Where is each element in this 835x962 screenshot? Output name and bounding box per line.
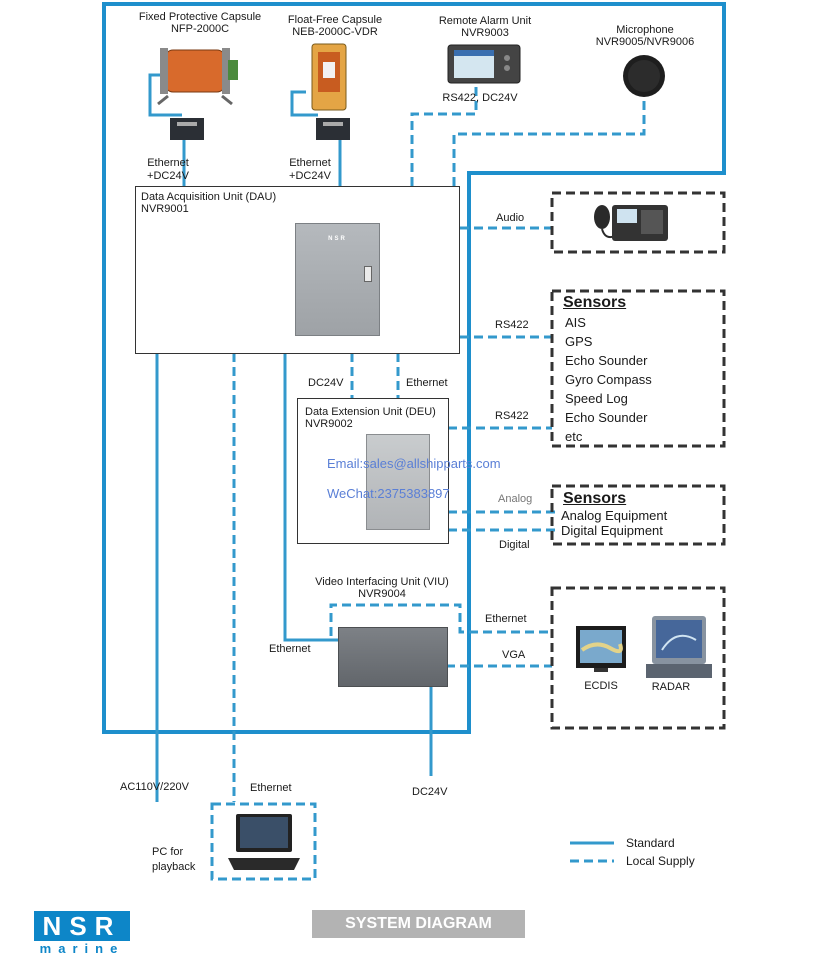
rau-link	[410, 84, 478, 186]
sensors-list: AIS GPS Echo Sounder Gyro Compass Speed …	[565, 313, 652, 446]
sensor-item: Echo Sounder	[565, 353, 648, 368]
fpc-junction-box	[170, 118, 204, 140]
rau-title: Remote Alarm Unit	[438, 15, 532, 27]
ffc-junction-box	[316, 118, 350, 140]
rs422-label-a: RS422	[495, 319, 529, 331]
digital-label: Digital	[499, 539, 530, 551]
dau-model: NVR9001	[141, 203, 189, 215]
viu-model: NVR9004	[358, 588, 406, 600]
dau-box: Data Acquisition Unit (DAU) NVR9001 NSR	[135, 186, 460, 354]
sensors2-list: Analog Equipment Digital Equipment	[561, 508, 667, 538]
rau-device-image	[447, 44, 521, 84]
rau-link-label: RS422, DC24V	[442, 92, 518, 104]
dau-cabinet: NSR	[295, 223, 380, 336]
radar-label: RADAR	[651, 681, 691, 693]
legend-standard-label: Standard	[626, 836, 675, 850]
viu-power-label: DC24V	[412, 786, 448, 798]
nsr-logo: NSR marine	[34, 911, 130, 957]
fpc-link-label: Ethernet	[147, 157, 189, 169]
nsr-logo-bottom: marine	[39, 941, 125, 956]
deu-model: NVR9002	[305, 418, 353, 430]
mic-link	[452, 98, 646, 186]
fpc-title: Fixed Protective Capsule	[138, 11, 262, 23]
fpc-power-label: +DC24V	[147, 170, 189, 182]
rs422-label-b: RS422	[495, 410, 529, 422]
pc-eth-label: Ethernet	[250, 782, 292, 794]
sensor2-item: Digital Equipment	[561, 523, 663, 538]
dau-cabinet-logo: NSR	[328, 236, 347, 242]
system-diagram-banner: SYSTEM DIAGRAM	[312, 910, 525, 938]
pc-label-line1: PC for	[152, 846, 184, 858]
legend-local-label: Local Supply	[626, 854, 695, 868]
audio-label: Audio	[496, 212, 525, 224]
watermark-email: Email:sales@allshipparts.com	[327, 456, 501, 471]
radar-console-image	[646, 616, 712, 678]
audio-device-image	[594, 205, 668, 241]
fpc-loop	[148, 73, 182, 117]
ffc-capsule-image	[311, 43, 347, 111]
deu-cabinet	[366, 434, 430, 530]
ffc-title: Float-Free Capsule	[287, 14, 383, 26]
sensor-item: AIS	[565, 315, 586, 330]
vga-label: VGA	[502, 649, 526, 661]
fpc-model: NFP-2000C	[170, 23, 230, 35]
sensor-item: Speed Log	[565, 391, 628, 406]
sensors2-title: Sensors	[563, 490, 627, 507]
viu-eth-out	[329, 603, 552, 636]
mic-model: NVR9005/NVR9006	[595, 36, 695, 48]
ffc-link-label: Ethernet	[289, 157, 331, 169]
sensor-item: GPS	[565, 334, 593, 349]
deu-power-label: DC24V	[308, 377, 344, 389]
viu-eth-left-label: Ethernet	[269, 643, 311, 655]
mic-device-image	[623, 55, 665, 97]
system-diagram-title: SYSTEM DIAGRAM	[345, 915, 492, 932]
sensor-item: Gyro Compass	[565, 372, 652, 387]
ac-power-label: AC110V/220V	[120, 781, 189, 793]
ecdis-monitor-image	[576, 626, 626, 672]
pc-label-line2: playback	[152, 861, 196, 873]
deu-box: Data Extension Unit (DEU) NVR9002	[297, 398, 449, 544]
display-group-box	[550, 586, 726, 730]
nsr-logo-top: NSR	[34, 911, 130, 941]
deu-title: Data Extension Unit (DEU)	[305, 406, 436, 418]
viu-device	[338, 627, 448, 687]
mic-title: Microphone	[616, 24, 674, 36]
ffc-loop	[290, 90, 318, 117]
viu-title: Video Interfacing Unit (VIU)	[315, 576, 449, 588]
ffc-model: NEB-2000C-VDR	[292, 26, 378, 38]
sensor-item: Echo Sounder	[565, 410, 648, 425]
viu-eth-right-label: Ethernet	[485, 613, 527, 625]
sensors-title: Sensors	[563, 294, 627, 311]
viu-eth-line	[283, 353, 338, 642]
deu-eth-label: Ethernet	[406, 377, 448, 389]
ffc-power-label: +DC24V	[289, 170, 331, 182]
sensors2-group-box	[550, 484, 726, 546]
analog-label: Analog	[498, 493, 533, 505]
ecdis-label: ECDIS	[584, 680, 618, 692]
fpc-capsule-image	[157, 48, 238, 106]
system-frame	[102, 2, 726, 734]
pc-group-box	[210, 802, 317, 881]
laptop-image	[228, 814, 300, 870]
dau-title: Data Acquisition Unit (DAU)	[141, 191, 277, 203]
sensor-item: etc	[565, 429, 583, 444]
rau-model: NVR9003	[461, 27, 509, 39]
sensors-group-box	[550, 289, 726, 448]
watermark-wechat: WeChat:2375383897	[327, 486, 450, 501]
audio-group-box	[550, 191, 726, 254]
sensor2-item: Analog Equipment	[561, 508, 668, 523]
